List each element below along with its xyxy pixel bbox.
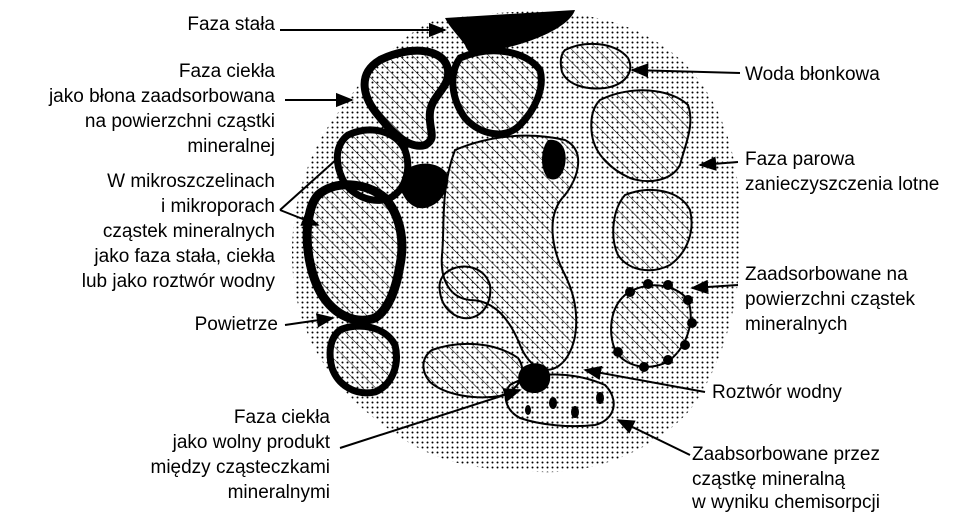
label-faza-ciekla-blona-3: na powierzchni cząstki xyxy=(85,111,275,132)
label-faza-ciekla-wolny-4: mineralnymi xyxy=(228,482,330,503)
label-zaadsorbowane-2: powierzchni cząstek xyxy=(745,289,916,310)
grain-microcrack-2 xyxy=(307,185,402,320)
grain-film-water xyxy=(561,44,630,89)
label-mikroszczeliny-4: jako faza stała, ciekła xyxy=(93,246,275,267)
label-mikroszczeliny-3: cząstek mineralnych xyxy=(103,221,275,242)
label-faza-ciekla-blona-1: Faza ciekła xyxy=(179,61,276,82)
aqueous-solution-blob xyxy=(518,363,550,393)
label-faza-ciekla-wolny-3: między cząsteczkami xyxy=(151,457,331,478)
label-faza-ciekla-wolny-2: jako wolny produkt xyxy=(172,432,331,453)
label-zaadsorbowane-1: Zaadsorbowane na xyxy=(745,264,908,285)
label-zaabsorbowane-2: cząstkę mineralną xyxy=(692,469,846,490)
labels-left: Faza stała Faza ciekła jako błona zaadso… xyxy=(48,14,331,503)
label-faza-ciekla-blona-4: mineralnej xyxy=(187,136,275,157)
label-mikroszczeliny-5: lub jako roztwór wodny xyxy=(82,271,276,292)
label-zaabsorbowane-1: Zaabsorbowane przez xyxy=(692,444,880,465)
label-faza-ciekla-blona-2: jako błona zaadsorbowana xyxy=(48,86,275,107)
label-faza-parowa-2: zanieczyszczenia lotne xyxy=(745,174,939,195)
label-zaadsorbowane-3: mineralnych xyxy=(745,314,847,335)
label-faza-parowa-1: Faza parowa xyxy=(745,149,855,170)
label-powietrze: Powietrze xyxy=(195,314,278,335)
label-roztwor-wodny: Roztwór wodny xyxy=(712,382,842,403)
label-mikroszczeliny-1: W mikroszczelinach xyxy=(107,171,275,192)
label-faza-ciekla-wolny-1: Faza ciekła xyxy=(234,407,331,428)
label-faza-stala: Faza stała xyxy=(187,14,275,35)
label-zaabsorbowane-3: w wyniku chemisorpcji xyxy=(691,492,880,513)
label-mikroszczeliny-2: i mikroporach xyxy=(161,196,275,217)
grain-lower-left xyxy=(330,326,396,393)
label-woda-blonkowa: Woda błonkowa xyxy=(745,64,880,85)
